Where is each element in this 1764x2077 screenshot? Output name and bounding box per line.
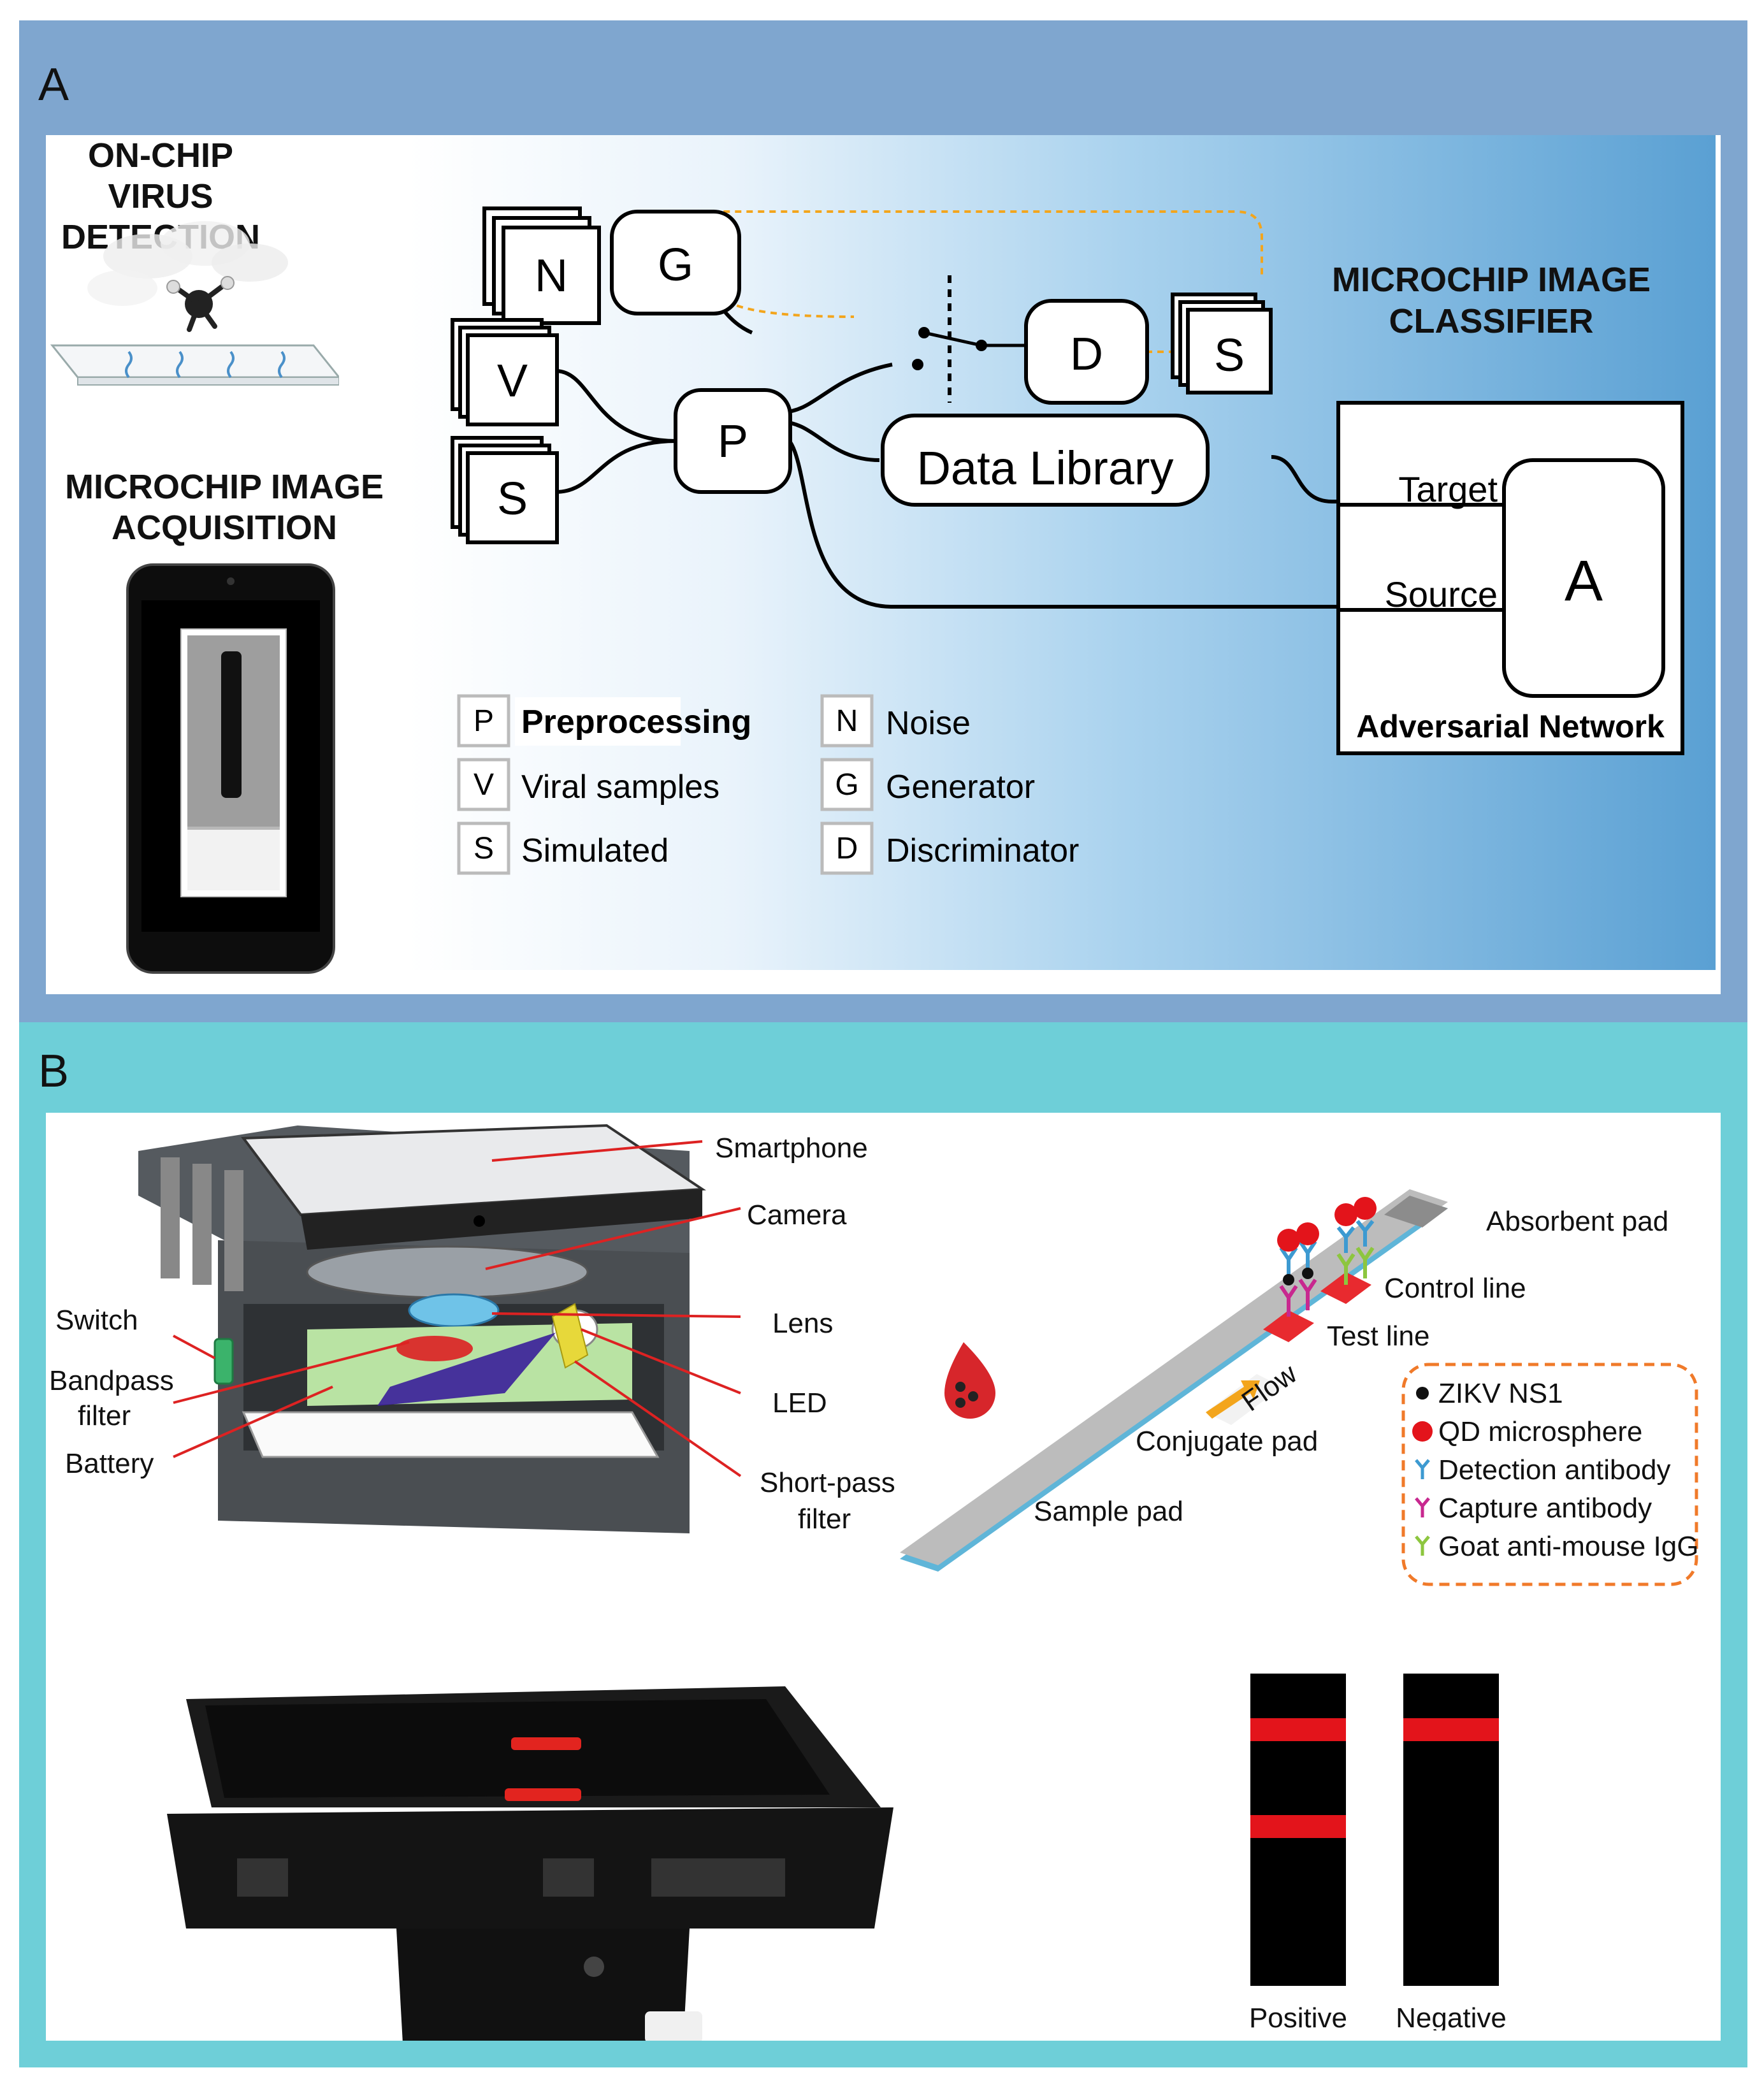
legend-key-p: P	[474, 704, 494, 738]
shortpass-label-line2: filter	[798, 1503, 851, 1535]
panel-a: A ON-CHIP VIRUS DETECTION MICROCHIP IMAG…	[19, 20, 1747, 1022]
bandpass-label-line1: Bandpass	[49, 1365, 174, 1396]
adversarial-node-label: A	[1565, 549, 1603, 613]
simulated-top-node-label: S	[1214, 330, 1245, 381]
legend-label-preprocessing: Preprocessing	[521, 704, 751, 741]
magenta-antibody-icon	[1415, 1497, 1430, 1517]
strip-legend-box	[1401, 1363, 1698, 1586]
legend-item-d: D Discriminator	[820, 821, 1079, 875]
panel-b-letter: B	[38, 1046, 69, 1097]
legend-item-n: N Noise	[820, 694, 971, 748]
lens-label: Lens	[772, 1308, 833, 1339]
simulated-bottom-node-label: S	[497, 474, 528, 525]
result-strips: Positive Negative	[1249, 1674, 1507, 2030]
legend-key-s: S	[474, 832, 494, 865]
conjugate-pad-label: Conjugate pad	[1136, 1426, 1318, 1457]
smartphone-label: Smartphone	[715, 1133, 868, 1164]
acquisition-heading-line2: ACQUISITION	[111, 509, 337, 547]
legend-label-simulated: Simulated	[521, 832, 669, 869]
discriminator-node-label: D	[1070, 329, 1103, 380]
virus-detection-illustration	[50, 221, 339, 386]
adversarial-network-caption: Adversarial Network	[1356, 709, 1665, 744]
positive-label: Positive	[1249, 2002, 1347, 2030]
legend-item-g: G Generator	[820, 758, 1035, 811]
panel-b: B	[19, 1022, 1747, 2067]
acquisition-heading-line1: MICROCHIP IMAGE	[64, 468, 384, 506]
legend-key-g: G	[835, 768, 858, 802]
device-cross-section: Smartphone Camera Switch Lens Bandpass f…	[49, 1124, 895, 1535]
device-photo	[167, 1686, 893, 2041]
panel-a-content: ON-CHIP VIRUS DETECTION MICROCHIP IMAGE …	[46, 135, 1721, 994]
classifier-diagram: MICROCHIP IMAGE CLASSIFIER	[451, 206, 1684, 875]
bandpass-label-line2: filter	[78, 1400, 131, 1431]
lateral-flow-strip: Flow Absorbent pad Control line Test lin…	[900, 1189, 1698, 1586]
viral-node-label: V	[497, 356, 528, 407]
legend-label-discriminator: Discriminator	[886, 832, 1079, 869]
panel-b-content: Smartphone Camera Switch Lens Bandpass f…	[46, 1113, 1721, 2041]
legend-label-qd: QD microsphere	[1438, 1416, 1642, 1447]
legend-label-generator: Generator	[886, 769, 1035, 806]
target-label: Target	[1398, 469, 1498, 509]
legend-item-s: S Simulated	[457, 821, 669, 875]
led-label: LED	[772, 1387, 827, 1419]
test-line-mark	[1263, 1310, 1314, 1342]
legend-label-detection: Detection antibody	[1438, 1454, 1670, 1486]
smartphone-image	[126, 563, 335, 974]
legend-label-viral: Viral samples	[521, 769, 719, 806]
legend-label-capture: Capture antibody	[1438, 1493, 1652, 1524]
absorbent-pad-label: Absorbent pad	[1486, 1206, 1668, 1237]
noise-node-label: N	[535, 250, 568, 301]
blue-antibody-icon	[1415, 1459, 1430, 1479]
classifier-heading-line1: MICROCHIP IMAGE	[1332, 261, 1651, 299]
legend-key-d: D	[836, 832, 858, 865]
negative-label: Negative	[1396, 2002, 1507, 2030]
legend-key-v: V	[474, 768, 494, 802]
legend-label-noise: Noise	[886, 705, 971, 742]
detection-heading-line1: ON-CHIP VIRUS	[88, 136, 233, 215]
acquisition-heading: MICROCHIP IMAGE ACQUISITION	[46, 467, 403, 548]
switch-label: Switch	[55, 1305, 138, 1336]
generator-node-label: G	[658, 240, 693, 291]
legend-item-v: V Viral samples	[457, 758, 719, 811]
panel-a-letter: A	[38, 59, 69, 110]
source-label: Source	[1385, 574, 1498, 614]
camera-label: Camera	[747, 1199, 847, 1231]
green-antibody-icon	[1415, 1535, 1430, 1556]
blood-drop-icon	[944, 1342, 995, 1419]
data-library-label: Data Library	[916, 442, 1173, 495]
test-line-label: Test line	[1327, 1321, 1429, 1352]
control-line-mark	[1320, 1272, 1371, 1304]
control-line-label: Control line	[1384, 1273, 1526, 1304]
legend-label-zikv: ZIKV NS1	[1438, 1378, 1563, 1409]
black-dot-icon	[1416, 1387, 1429, 1400]
shortpass-label-line1: Short-pass	[760, 1467, 895, 1498]
red-sphere-icon	[1412, 1421, 1433, 1442]
legend-label-goat: Goat anti-mouse IgG	[1438, 1531, 1698, 1562]
classifier-heading-line2: CLASSIFIER	[1389, 302, 1593, 340]
legend-key-n: N	[836, 704, 858, 738]
legend-item-p: P Preprocessing	[457, 694, 751, 748]
sample-pad-label: Sample pad	[1034, 1496, 1183, 1527]
battery-label: Battery	[65, 1448, 154, 1479]
preprocessing-node-label: P	[718, 416, 748, 467]
